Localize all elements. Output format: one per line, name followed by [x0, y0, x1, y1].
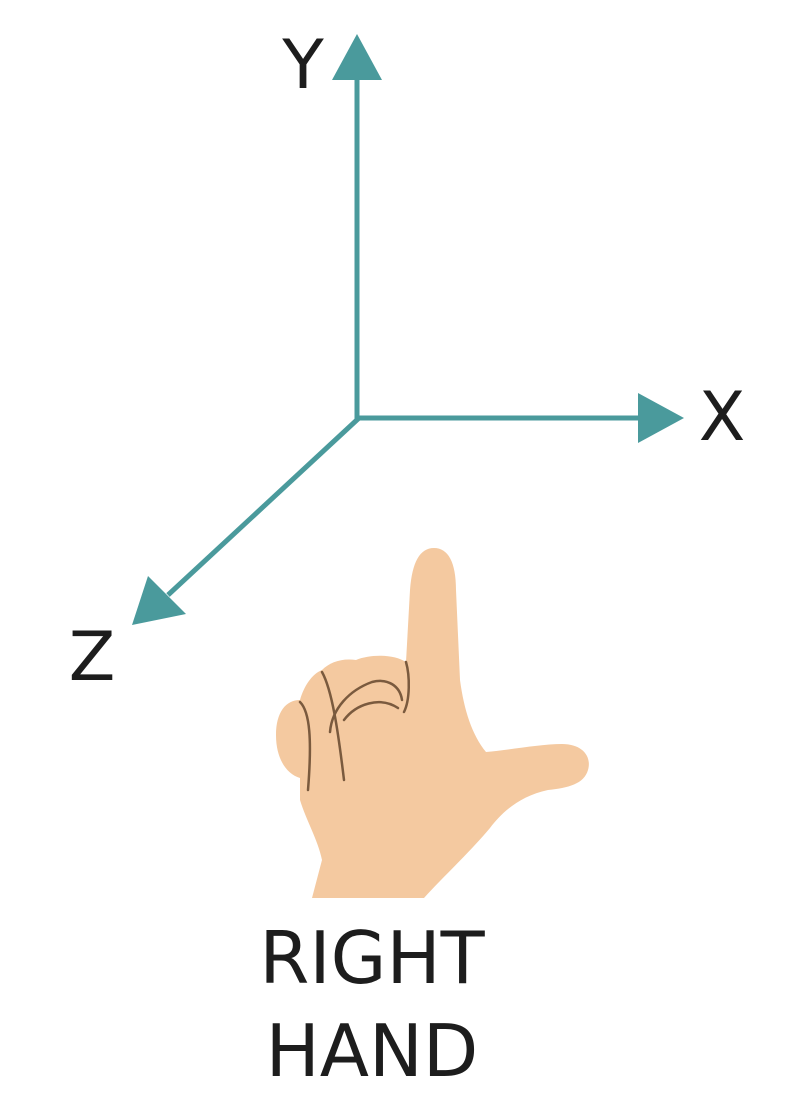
y-axis-label: Y — [281, 26, 324, 105]
caption-line-2: HAND — [266, 1009, 479, 1093]
x-axis-arrowhead — [638, 393, 684, 443]
axes-group — [132, 34, 684, 625]
x-axis-label: X — [699, 378, 746, 457]
right-hand-gesture-icon — [276, 548, 589, 898]
curled-finger-4 — [342, 700, 400, 722]
curled-finger-1 — [298, 700, 312, 792]
curled-finger-3 — [328, 679, 404, 734]
z-axis-line — [166, 416, 361, 597]
z-axis-label: Z — [69, 618, 116, 697]
y-axis-arrowhead — [332, 34, 382, 80]
z-axis-arrowhead — [132, 576, 186, 625]
hand-palm-shape — [276, 548, 589, 898]
caption-line-1: RIGHT — [259, 916, 485, 1000]
knuckle-line — [402, 660, 410, 714]
